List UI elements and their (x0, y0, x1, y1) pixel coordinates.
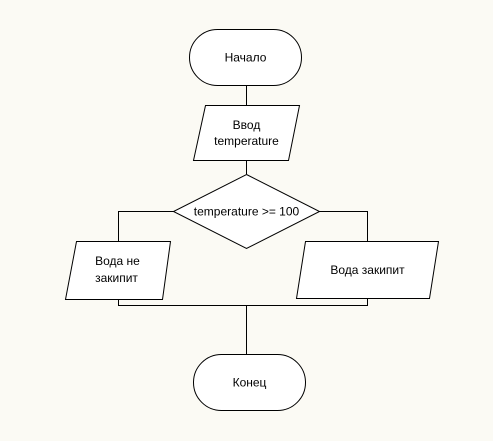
start-label: Начало (225, 51, 267, 65)
true-branch-label: Вода закипит (330, 263, 405, 277)
input-label-line1: Ввод (233, 118, 261, 132)
true-branch-parallelogram (295, 241, 440, 299)
end-terminator (193, 354, 306, 411)
connector-condition-to-true-branch (319, 211, 368, 241)
condition-label: temperature >= 100 (194, 205, 300, 219)
end-label: Конец (233, 376, 267, 390)
false-branch-label-line1: Вода не (95, 254, 140, 268)
input-parallelogram (192, 105, 301, 161)
false-branch-parallelogram (64, 241, 172, 300)
start-terminator (189, 29, 302, 86)
condition-diamond (172, 173, 321, 250)
false-branch-label-line2: закипит (95, 271, 138, 285)
connector-branches-merge (118, 298, 368, 306)
connector-condition-to-false-branch (118, 211, 174, 241)
input-label-line2: temperature (214, 134, 279, 148)
